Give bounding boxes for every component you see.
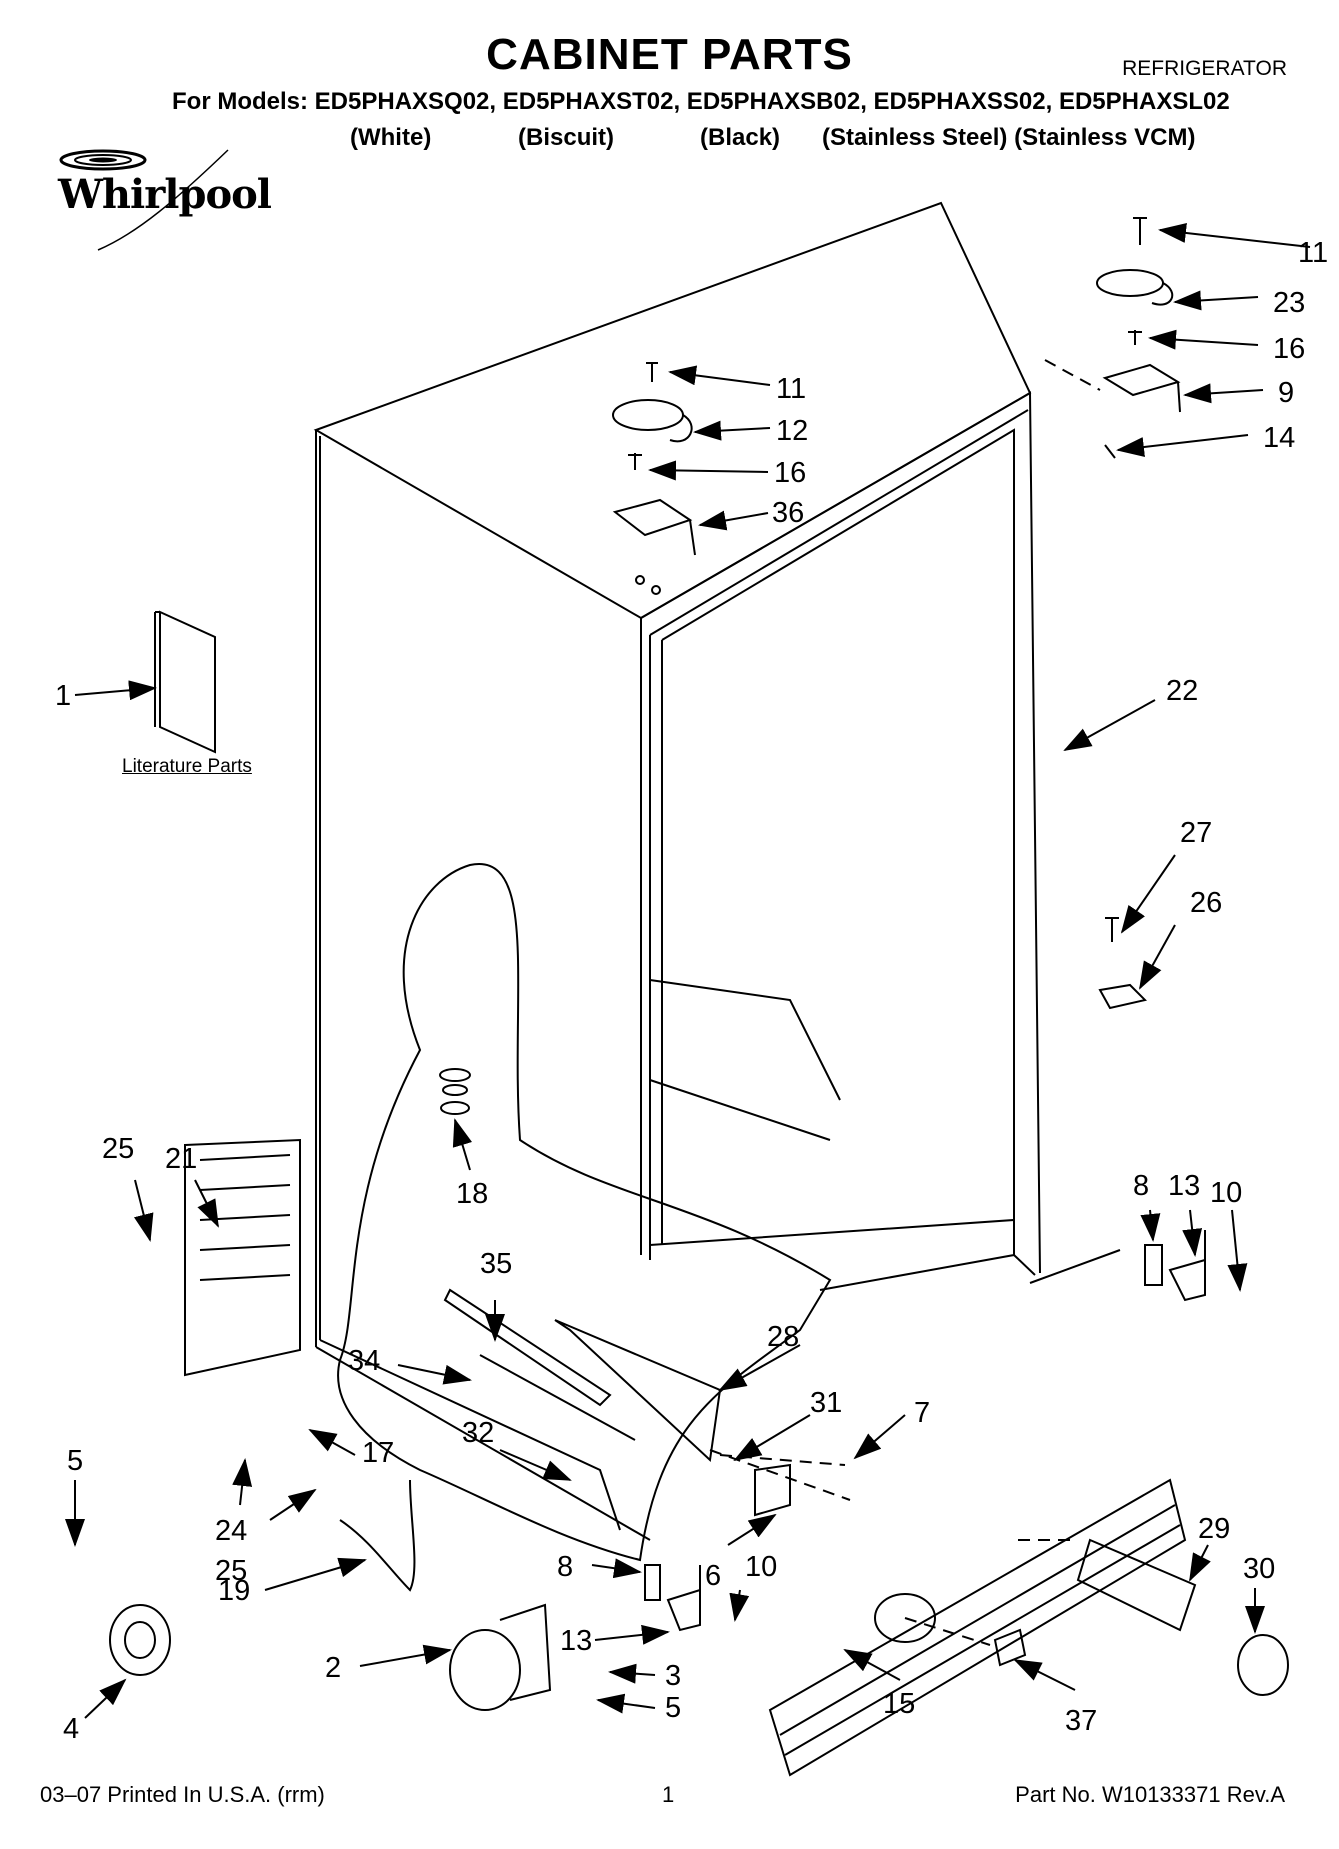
color-white: (White) xyxy=(350,124,432,151)
appliance-type: REFRIGERATOR xyxy=(1122,57,1287,80)
callout-25-lower: 25 xyxy=(215,1555,247,1587)
callout-27: 27 xyxy=(1180,817,1212,849)
top-hinge-left xyxy=(612,362,696,595)
rear-vent-panel xyxy=(184,1138,301,1377)
cabinet-shell xyxy=(313,201,1121,1541)
callout-16-center: 16 xyxy=(774,457,806,489)
callout-19: 19 xyxy=(218,1575,250,1607)
hinge-bracket-bottom xyxy=(644,1564,701,1632)
alignment-lines xyxy=(709,359,1101,1646)
color-biscuit: (Biscuit) xyxy=(518,124,614,151)
print-info: 03–07 Printed In U.S.A. (rrm) xyxy=(40,1782,325,1807)
literature-booklet-icon xyxy=(154,610,216,754)
callout-21: 21 xyxy=(165,1143,197,1175)
callout-6: 6 xyxy=(705,1560,721,1592)
callout-37: 37 xyxy=(1065,1705,1097,1737)
callout-22: 22 xyxy=(1166,675,1198,707)
top-hinge-right xyxy=(1096,217,1181,459)
callout-31: 31 xyxy=(810,1387,842,1419)
callout-12: 12 xyxy=(776,415,808,447)
defrost-heater xyxy=(554,1319,722,1463)
callout-10-right: 10 xyxy=(1210,1177,1242,1209)
callout-8-lower: 8 xyxy=(557,1551,573,1583)
bracket-6 xyxy=(754,1463,791,1517)
callout-11-top-right: 11 xyxy=(1298,237,1328,269)
callout-4: 4 xyxy=(63,1713,79,1745)
color-black: (Black) xyxy=(700,124,781,151)
callout-26: 26 xyxy=(1190,887,1222,919)
callout-18: 18 xyxy=(456,1178,488,1210)
callout-2: 2 xyxy=(325,1652,341,1684)
drain-cup xyxy=(439,1068,471,1115)
water-fill-tube xyxy=(339,1479,416,1592)
filter-cap xyxy=(1237,1634,1289,1696)
callout-35: 35 xyxy=(480,1248,512,1280)
leveling-roller-left xyxy=(109,1604,171,1676)
callout-1: 1 xyxy=(55,680,71,712)
water-filter xyxy=(1076,1538,1197,1632)
callout-13-lower: 13 xyxy=(560,1625,592,1657)
callout-13-right: 13 xyxy=(1168,1170,1200,1202)
callout-10-lower: 10 xyxy=(745,1551,777,1583)
page-title: CABINET PARTS xyxy=(486,30,853,79)
callout-7: 7 xyxy=(914,1397,930,1429)
leader-arrows xyxy=(65,222,1311,1719)
callout-29: 29 xyxy=(1198,1513,1230,1545)
literature-parts-label: Literature Parts xyxy=(122,756,252,777)
base-grille xyxy=(768,1478,1187,1777)
callout-16-right: 16 xyxy=(1273,333,1305,365)
callout-3: 3 xyxy=(665,1660,681,1692)
roller-assembly xyxy=(449,1603,552,1711)
callout-28: 28 xyxy=(767,1321,799,1353)
page-number: 1 xyxy=(662,1782,675,1807)
filter-bypass-cap xyxy=(993,1628,1027,1667)
callout-5-left: 5 xyxy=(67,1445,83,1477)
callout-23: 23 xyxy=(1273,287,1305,319)
callout-14: 14 xyxy=(1263,422,1295,454)
callout-9: 9 xyxy=(1278,377,1294,409)
door-stop-right xyxy=(1098,917,1147,1010)
cutaway-area xyxy=(337,862,832,1562)
part-number: Part No. W10133371 Rev.A xyxy=(1015,1782,1285,1807)
callout-8-right: 8 xyxy=(1133,1170,1149,1202)
callout-24: 24 xyxy=(215,1515,247,1547)
drain-tubes xyxy=(443,1288,636,1441)
callout-25-upper: 25 xyxy=(102,1133,134,1165)
callout-32: 32 xyxy=(462,1417,494,1449)
callout-15: 15 xyxy=(883,1688,915,1720)
callout-36: 36 xyxy=(772,497,804,529)
callout-34: 34 xyxy=(348,1345,380,1377)
whirlpool-logo: Whirlpool xyxy=(28,138,272,258)
hinge-bracket-right xyxy=(1144,1230,1206,1302)
callout-5-lower: 5 xyxy=(665,1692,681,1724)
color-stainless: (Stainless Steel) (Stainless VCM) xyxy=(822,124,1196,151)
callout-30: 30 xyxy=(1243,1553,1275,1585)
models-line: For Models: ED5PHAXSQ02, ED5PHAXST02, ED… xyxy=(172,88,1230,115)
callout-11-center: 11 xyxy=(776,373,806,405)
callout-17: 17 xyxy=(362,1437,394,1469)
